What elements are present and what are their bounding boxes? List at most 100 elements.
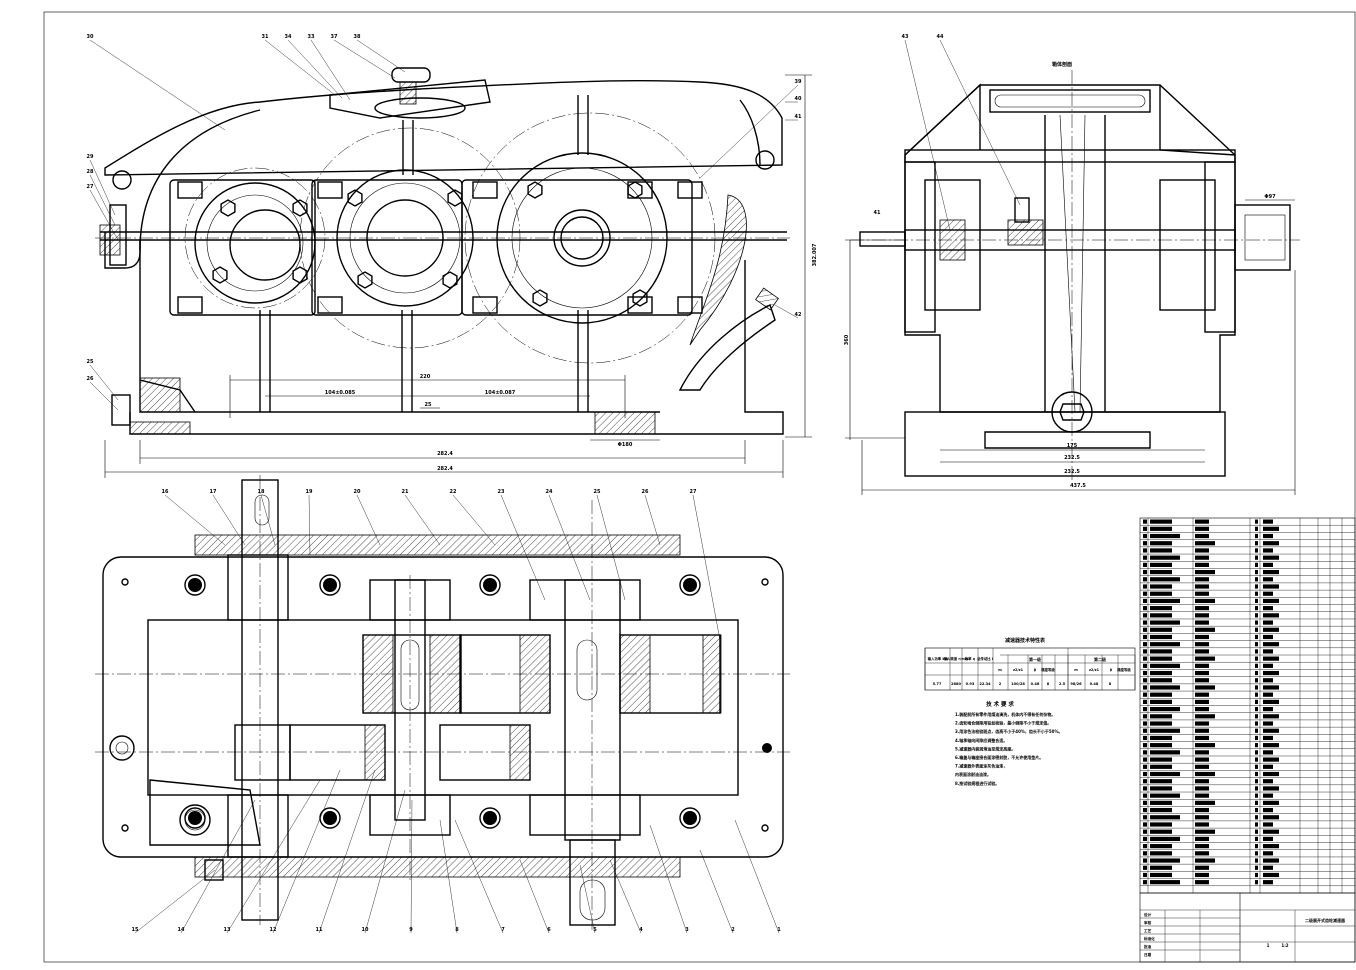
- spec-h1: 输入转速 r/min: [944, 656, 969, 661]
- plan-top-label-19: 19: [306, 489, 313, 495]
- plan-bottom-label-13: 13: [224, 927, 231, 933]
- spec-h2: 效率 η: [965, 656, 976, 661]
- item-label-42: 42: [795, 312, 802, 318]
- item-label-43: 43: [902, 34, 909, 40]
- spec-sub-b-3: 精度等级: [1117, 667, 1131, 672]
- dim-height: 382.007: [812, 243, 818, 266]
- note-line-6: 6.箱盖与箱座接合面涂密封胶，不允许使用垫片。: [955, 754, 1043, 760]
- plan-bottom-label-1: 1: [777, 927, 781, 933]
- plan-bottom-label-5: 5: [593, 927, 597, 933]
- side-view-title: 箱体剖面: [1051, 61, 1072, 68]
- plan-bottom-label-10: 10: [362, 927, 369, 933]
- item-label-26: 26: [87, 376, 94, 382]
- spec-value-4: 2: [999, 682, 1002, 686]
- plan-bottom-label-9: 9: [409, 927, 413, 933]
- plan-bottom-label-7: 7: [501, 927, 505, 933]
- side-dim-height: 360: [844, 334, 850, 345]
- item-label-28: 28: [87, 169, 94, 175]
- spec-sub-a-0: m: [998, 668, 1002, 672]
- plan-bottom-label-15: 15: [132, 927, 139, 933]
- note-line-8: 内表面涂耐油油漆。: [955, 771, 991, 777]
- dim-center-a1: 104±0.085: [325, 390, 356, 396]
- spec-value-7: 8: [1047, 682, 1050, 686]
- spec-value-9: 98/26: [1070, 682, 1082, 686]
- spec-h3: 总传动比 i: [977, 656, 993, 661]
- sheet-border: [43, 11, 1356, 963]
- tb-label-4: 批准: [1144, 944, 1152, 949]
- plan-top-label-27: 27: [690, 489, 697, 495]
- tb-label-2: 工艺: [1144, 928, 1152, 933]
- plan-top-label-23: 23: [498, 489, 505, 495]
- spec-stage1: 第一级: [1029, 656, 1042, 662]
- side-dim-s: 41: [874, 210, 881, 216]
- plan-top-label-26: 26: [642, 489, 649, 495]
- plan-top-label-25: 25: [594, 489, 601, 495]
- note-line-3: 3.用涂色法检验斑点，齿高不小于40%，齿长不小于50%。: [955, 728, 1062, 734]
- spec-value-1: 2880: [951, 682, 962, 686]
- dim-w2: 282.4: [437, 466, 453, 472]
- plan-top-label-16: 16: [162, 489, 169, 495]
- note-line-2: 2.齿轮啮合侧隙用铅丝检验，最小侧隙不小于规定值。: [955, 720, 1051, 726]
- plan-bottom-label-14: 14: [178, 927, 185, 933]
- spec-sub-b-0: m: [1074, 668, 1078, 672]
- spec-table: 减速器技术特性表 输入功率 kW 输入转速 r/min 效率 η 总传动比 i …: [924, 637, 1136, 691]
- item-label-44: 44: [937, 34, 944, 40]
- side-dim-w4: 437.5: [1070, 483, 1086, 489]
- spec-value-8: 2.5: [1059, 682, 1066, 686]
- item-label-27: 27: [87, 184, 94, 190]
- spec-sub-a-1: z2/z1: [1013, 668, 1024, 672]
- item-label-30: 30: [87, 34, 94, 40]
- side-dim-w1: 175: [1067, 443, 1078, 449]
- note-line-9: 8.按试验规程进行试验。: [955, 780, 999, 786]
- spec-sub-a-3: 精度等级: [1041, 667, 1055, 672]
- item-label-39: 39: [795, 79, 802, 85]
- spec-value-11: 8: [1109, 682, 1112, 686]
- front-view: [95, 67, 812, 478]
- plan-bottom-label-11: 11: [316, 927, 323, 933]
- plan-bottom-label-2: 2: [731, 927, 735, 933]
- side-dim-w3: 232.5: [1064, 469, 1080, 475]
- spec-sub-b-1: z2/z1: [1089, 668, 1100, 672]
- item-label-34: 34: [285, 34, 292, 40]
- spec-title: 减速器技术特性表: [1005, 637, 1046, 644]
- dim-small: 25: [425, 402, 432, 408]
- spec-value-0: 5.77: [933, 682, 942, 686]
- spec-sub-b-2: β: [1110, 668, 1113, 672]
- tb-label-0: 设计: [1144, 912, 1152, 917]
- spec-stage2: 第二级: [1094, 656, 1107, 662]
- spec-value-2: 0.93: [966, 682, 975, 686]
- plan-top-label-24: 24: [546, 489, 553, 495]
- note-line-5: 5.减速器内装润滑油至规定高度。: [955, 745, 1015, 751]
- dim-w1: 282.4: [437, 451, 453, 457]
- plan-view: [95, 475, 790, 930]
- tb-label-3: 标准化: [1143, 936, 1155, 941]
- plan-top-label-20: 20: [354, 489, 361, 495]
- side-view: [845, 70, 1300, 495]
- plan-bottom-label-12: 12: [270, 927, 277, 933]
- item-label-40: 40: [795, 96, 802, 102]
- note-line-1: 1.装配前所有零件用煤油清洗，机体内不得有任何杂物。: [955, 711, 1055, 717]
- plan-top-label-22: 22: [450, 489, 457, 495]
- item-label-41: 41: [795, 114, 802, 120]
- plan-top-label-17: 17: [210, 489, 217, 495]
- dim-oil: Φ180: [618, 442, 633, 448]
- note-line-7: 7.减速器外表面涂灰色油漆，: [955, 763, 1007, 769]
- dim-center-a2: 104±0.087: [485, 390, 516, 396]
- spec-value-10: 0.48: [1090, 682, 1099, 686]
- plan-bottom-label-6: 6: [547, 927, 551, 933]
- tb-label-1: 审核: [1144, 920, 1152, 925]
- sheet-count: 1: [1267, 943, 1270, 948]
- plan-top-label-21: 21: [402, 489, 409, 495]
- tb-label-5: 日期: [1144, 952, 1152, 957]
- item-label-37: 37: [331, 34, 338, 40]
- plan-bottom-label-4: 4: [639, 927, 643, 933]
- spec-h0: 输入功率 kW: [928, 656, 949, 661]
- plan-bottom-label-8: 8: [455, 927, 459, 933]
- spec-value-3: 22.34: [979, 682, 991, 686]
- spec-value-5: 100/28: [1011, 682, 1025, 686]
- plan-bottom-label-3: 3: [685, 927, 689, 933]
- side-dim-d: Φ97: [1264, 194, 1276, 200]
- technical-notes: 技 术 要 求 1.装配前所有零件用煤油清洗，机体内不得有任何杂物。2.齿轮啮合…: [955, 700, 1062, 786]
